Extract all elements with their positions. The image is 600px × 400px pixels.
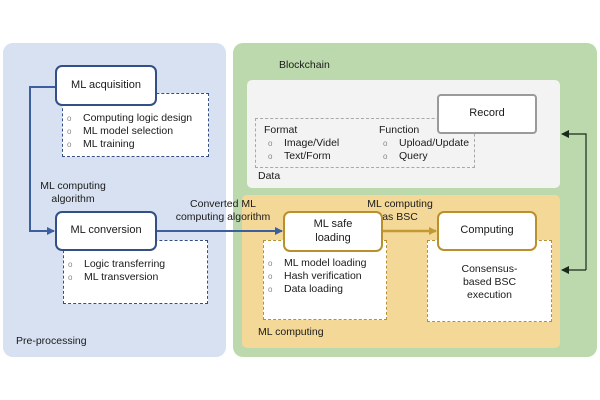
data-label: Data [258,170,281,182]
edge-label-line: Converted ML [190,198,256,210]
conv-to-loading-label: Converted ML computing algorithm [168,198,278,224]
ml-safe-loading-details: ML model loading Hash verification Data … [263,240,387,320]
ml-safe-loading-node[interactable]: ML safe loading [283,211,383,252]
computing-description: Consensus-based BSC execution [461,263,518,301]
edge-label-line: ML computing [367,198,433,210]
preprocessing-label: Pre-processing [16,335,87,347]
acq-to-conv-label: ML computing algorithm [28,180,118,206]
function-title: Function [379,124,420,136]
ml-safe-loading-label: ML safe loading [313,217,353,244]
edge-label-line: ML computing [40,180,106,192]
list-item: ML training [63,138,208,151]
function-group: Function Upload/Update Query [379,124,469,163]
list-item: Upload/Update [379,137,469,150]
loading-to-computing-label: ML computing as BSC [360,198,440,224]
ml-acquisition-node[interactable]: ML acquisition [55,65,157,106]
ml-conversion-details: Logic transferring ML transversion [63,240,208,304]
ml-acquisition-label: ML acquisition [71,78,141,91]
list-item: ML transversion [64,271,207,284]
list-item: ML model selection [63,125,208,138]
list-item: Hash verification [264,270,386,283]
list-item: Text/Form [264,150,339,163]
edge-label-line: as BSC [382,211,418,223]
format-list: Image/Videl Text/Form [264,137,339,163]
computing-details: Consensus-based BSC execution [427,240,552,322]
function-list: Upload/Update Query [379,137,469,163]
list-item: Query [379,150,469,163]
ml-conversion-node[interactable]: ML conversion [55,211,157,251]
record-label: Record [469,107,505,120]
computing-label: Computing [460,224,514,237]
format-title: Format [264,124,298,136]
list-item: Data loading [264,283,386,296]
list-item: Image/Videl [264,137,339,150]
format-group: Format Image/Videl Text/Form [264,124,339,163]
edge-label-line: computing algorithm [175,211,271,223]
edge-label-line: algorithm [51,193,95,205]
data-details-box: Format Image/Videl Text/Form Function Up… [255,118,475,168]
list-item: Logic transferring [64,258,207,271]
blockchain-label: Blockchain [279,59,330,71]
list-item: ML model loading [264,257,386,270]
ml-acquisition-list: Computing logic design ML model selectio… [63,112,208,151]
computing-node[interactable]: Computing [437,211,537,251]
ml-computing-label: ML computing [258,326,324,338]
record-node[interactable]: Record [437,94,537,134]
list-item: Computing logic design [63,112,208,125]
ml-conversion-list: Logic transferring ML transversion [64,258,207,284]
ml-safe-loading-list: ML model loading Hash verification Data … [264,257,386,296]
ml-conversion-label: ML conversion [70,224,142,237]
